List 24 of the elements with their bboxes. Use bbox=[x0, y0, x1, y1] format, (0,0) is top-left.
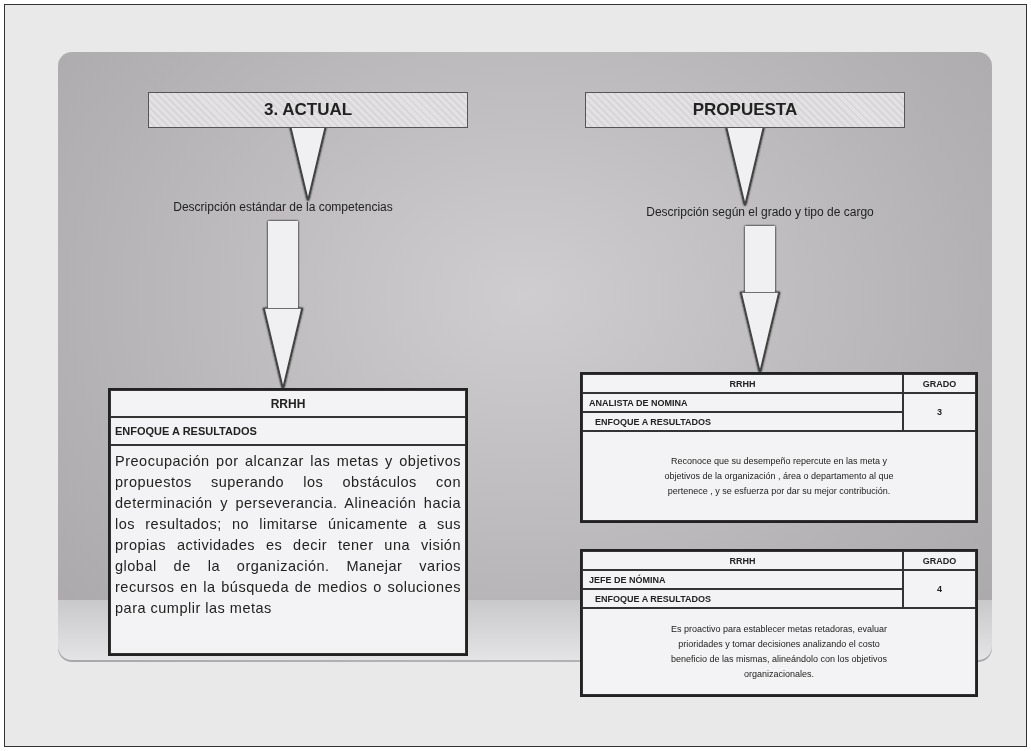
table-header: RRHH bbox=[110, 390, 466, 417]
block-arrow bbox=[740, 226, 780, 373]
competency-name: ENFOQUE A RESULTADOS bbox=[582, 589, 903, 608]
competency-name: ENFOQUE A RESULTADOS bbox=[582, 412, 903, 431]
table-header: RRHH bbox=[582, 374, 903, 393]
table-header: RRHH bbox=[582, 551, 903, 570]
description-text: Preocupación por alcanzar las metas y objetivos propuestos superando los obstáculos con determinación y perseverancia. Alineación hacia los resultados; no limitarse únicamente a sus propias actividades es decir tener una visión global de la organización. Manejar varios recursos en la búsqueda de medios o soluciones para cumplir las metas bbox=[110, 445, 466, 654]
description-label: Descripción según el grado y tipo de cargo bbox=[595, 205, 925, 223]
grade-value: 4 bbox=[903, 570, 976, 608]
description-label: Descripción estándar de la competencias bbox=[118, 200, 448, 218]
block-arrow bbox=[263, 221, 303, 389]
grade-value: 3 bbox=[903, 393, 976, 431]
grade-header: GRADO bbox=[903, 374, 976, 393]
heading-box: PROPUESTA bbox=[585, 92, 905, 128]
grade-header: GRADO bbox=[903, 551, 976, 570]
position-name: JEFE DE NÓMINA bbox=[582, 570, 903, 589]
competency-name: ENFOQUE A RESULTADOS bbox=[110, 417, 466, 445]
competency-table bbox=[580, 372, 978, 523]
description-text: Es proactivo para establecer metas retadoras, evaluar prioridades y tomar decisiones analizando el costo beneficio de las mismas, alineándolo con los objetivos organizacionales. bbox=[582, 608, 976, 695]
heading-box: 3. ACTUAL bbox=[148, 92, 468, 128]
position-name: ANALISTA DE NOMINA bbox=[582, 393, 903, 412]
competency-table bbox=[580, 549, 978, 697]
competency-table bbox=[108, 388, 468, 656]
description-text: Reconoce que su desempeño repercute en las meta y objetivos de la organización , área o departamento al que pertenece , y se esfuerza por dar su mejor contribución. bbox=[582, 431, 976, 521]
